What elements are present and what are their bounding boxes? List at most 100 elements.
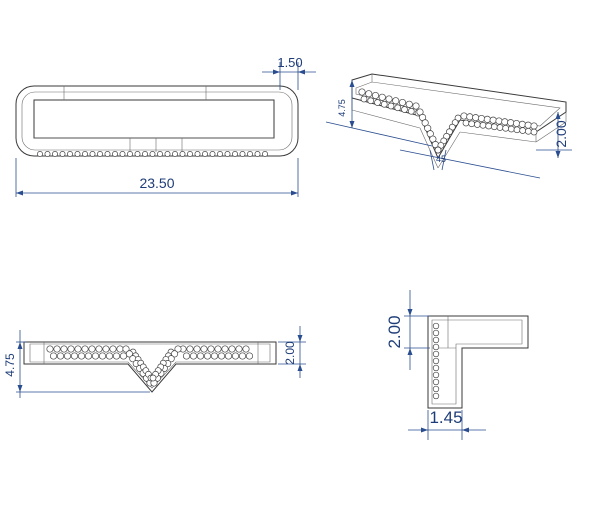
stone [67, 151, 73, 157]
stone [432, 385, 440, 393]
stone [60, 345, 68, 353]
top-view: 23.50 1.50 [15, 55, 316, 197]
stone [77, 352, 86, 360]
stone [501, 118, 509, 126]
stone [105, 352, 114, 360]
stone [392, 97, 400, 105]
stone [365, 90, 373, 98]
stone [74, 345, 82, 353]
svg-text:45: 45 [436, 154, 446, 164]
stone [398, 98, 407, 107]
stone [360, 95, 368, 103]
front-view-outline [23, 341, 277, 393]
stone [245, 352, 254, 360]
stone [59, 151, 66, 157]
stone [490, 123, 498, 131]
side-height-label: 2.00 [385, 315, 404, 348]
stone [95, 345, 103, 353]
stone [74, 151, 81, 157]
stone [485, 122, 493, 130]
stone [221, 345, 229, 353]
stone [91, 352, 100, 360]
stone [479, 121, 487, 129]
stone [378, 93, 386, 101]
stone [53, 345, 61, 353]
stone [432, 371, 440, 379]
stone [432, 343, 440, 351]
stone [496, 124, 504, 131]
stone [519, 127, 527, 134]
stone [210, 352, 219, 360]
stone [203, 352, 212, 360]
stone [194, 151, 201, 157]
stone [460, 112, 468, 120]
stone [507, 119, 515, 127]
stone [495, 117, 503, 125]
stone [172, 151, 178, 157]
stone [109, 345, 117, 353]
stone [122, 345, 130, 353]
stone [217, 352, 226, 360]
iso-height-label: 4.75 [337, 99, 347, 117]
stone [432, 336, 440, 344]
front-view-stone-band [46, 345, 254, 387]
stone [380, 100, 388, 108]
iso-view-stone-band [358, 88, 538, 154]
side-view-outline [427, 315, 529, 409]
stone [432, 329, 440, 337]
stone [70, 352, 79, 360]
stone [179, 151, 186, 157]
top-view-outer-frame [15, 85, 299, 157]
stone [149, 374, 157, 382]
isometric-view: 4.75 45 2.00 [325, 73, 572, 179]
stone [142, 151, 148, 157]
stone [358, 88, 366, 96]
stone [434, 146, 442, 154]
stone [489, 116, 497, 124]
stone [189, 352, 198, 360]
stone [125, 350, 133, 358]
stone [46, 345, 54, 353]
stone [432, 322, 440, 330]
stone [524, 121, 532, 129]
stone [182, 352, 191, 360]
stone [524, 127, 532, 135]
stone [217, 151, 223, 157]
stone [502, 124, 510, 132]
stone [98, 352, 107, 360]
stone [472, 114, 480, 122]
stone [473, 121, 481, 128]
iso-depth-label: 2.00 [553, 120, 569, 147]
stone [232, 151, 238, 157]
stone [507, 125, 515, 133]
stone [56, 352, 65, 360]
stone [432, 364, 440, 372]
stone [530, 122, 538, 130]
stone [164, 151, 171, 157]
stone [412, 102, 420, 110]
stone [466, 113, 474, 121]
stone [67, 345, 75, 353]
stone [149, 151, 156, 157]
top-view-stone-row [37, 151, 268, 157]
stone [82, 151, 88, 157]
stone [462, 119, 470, 127]
stone [209, 151, 216, 157]
stone [200, 345, 208, 353]
stone [242, 345, 250, 353]
stone [112, 151, 118, 157]
stone [157, 151, 163, 157]
stone [49, 352, 58, 360]
stone [44, 151, 51, 157]
stone [104, 151, 111, 157]
front-view: 4.75 2.00 [3, 326, 306, 398]
front-band-label: 2.00 [283, 341, 297, 365]
stone [174, 345, 182, 353]
stone [97, 151, 103, 157]
stone [262, 151, 268, 157]
stone [405, 100, 413, 108]
side-view-stone-column [432, 322, 440, 400]
stone [231, 352, 240, 360]
stone [119, 151, 126, 157]
